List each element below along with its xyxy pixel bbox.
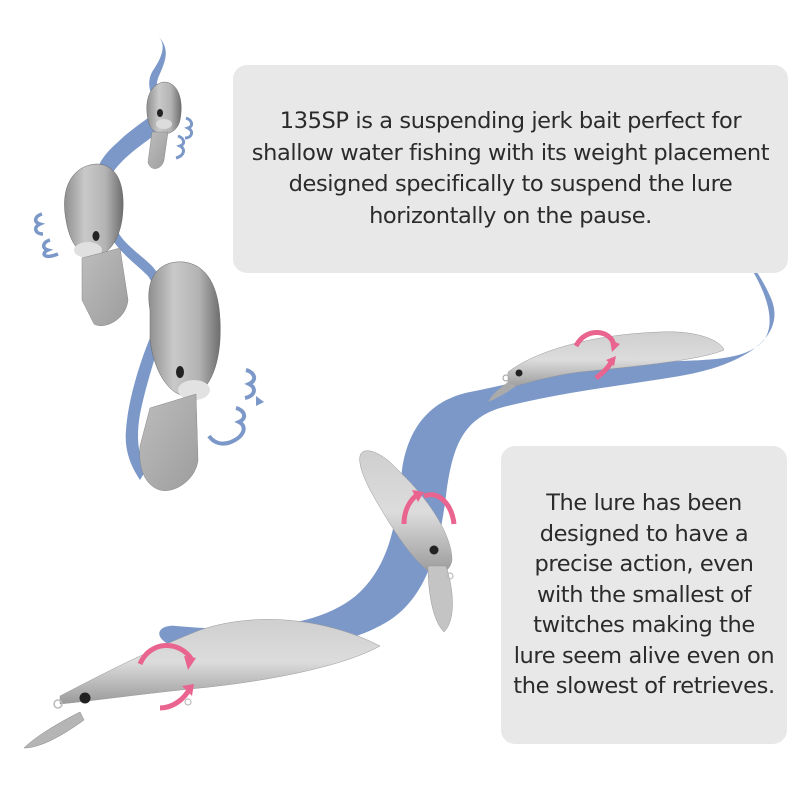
- wobble-lure-icon: [64, 81, 221, 491]
- roll-lure-icon: [23, 330, 725, 749]
- callout-top-text: 135SP is a suspending jerk bait perfect …: [251, 108, 770, 229]
- callout-bottom: The lure has been designed to have a pre…: [501, 446, 787, 744]
- callout-bottom-text: The lure has been designed to have a pre…: [513, 489, 775, 700]
- callout-top: 135SP is a suspending jerk bait perfect …: [233, 65, 788, 273]
- left-water-trail: [33, 36, 264, 480]
